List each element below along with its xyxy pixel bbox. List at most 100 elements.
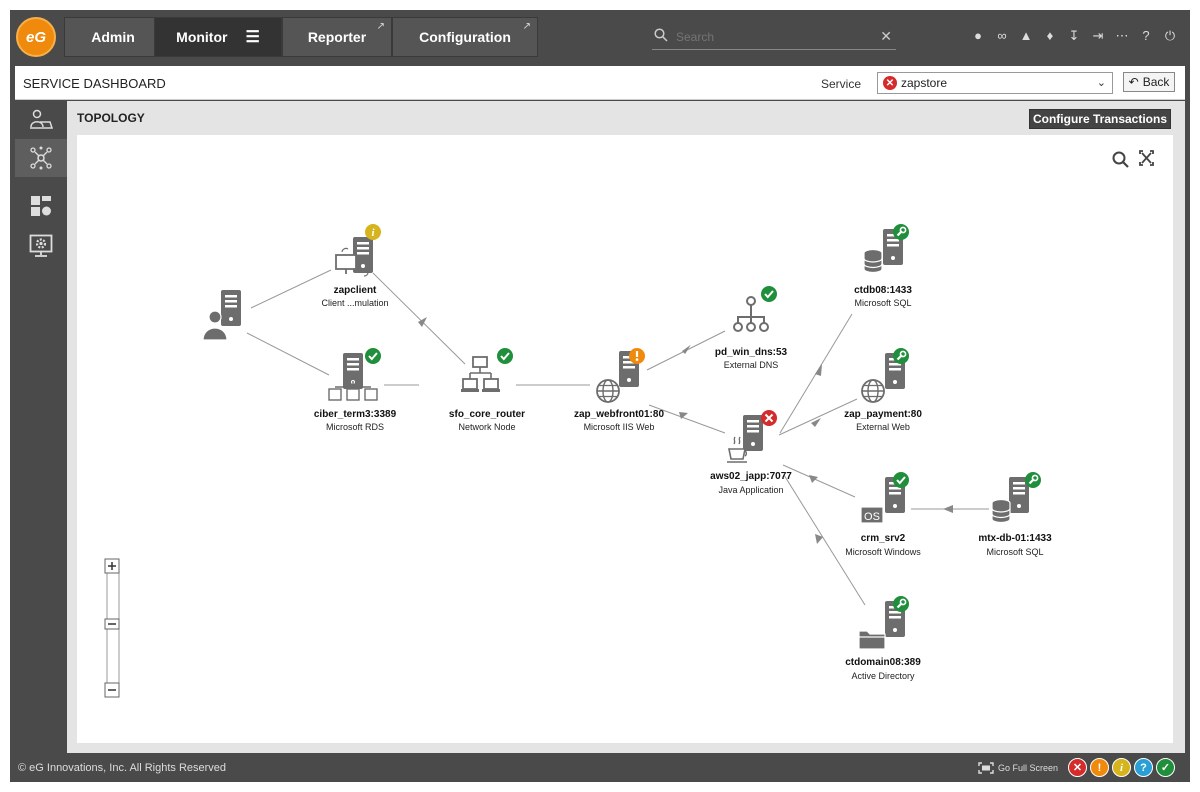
node-name: aws02_japp:7077 <box>710 471 792 482</box>
topology-node-user[interactable] <box>202 290 241 341</box>
link-icon[interactable]: ∞ <box>997 28 1007 43</box>
node-type: External DNS <box>724 360 779 370</box>
search-box: ✕ <box>652 24 896 50</box>
tab-configuration[interactable]: Configuration ↗ <box>392 17 538 57</box>
zoom-slider-handle[interactable] <box>104 618 120 630</box>
search-input[interactable] <box>676 29 881 44</box>
zoom-slider[interactable] <box>104 558 120 698</box>
more-icon[interactable]: ⋯ <box>1115 28 1129 43</box>
node-type: Active Directory <box>851 671 915 681</box>
topology-node-zapclient[interactable]: zapclient Client ...mulation <box>321 224 389 308</box>
critical-legend-icon[interactable]: ✕ <box>1068 758 1087 777</box>
download-icon[interactable]: ↧ <box>1068 28 1080 43</box>
topology-node-ctdomain08[interactable]: ctdomain08:389 Active Directory <box>845 594 921 681</box>
topology-node-mtx-db-01[interactable]: mtx-db-01:1433 Microsoft SQL <box>978 470 1052 557</box>
sidebar-item-user-experience[interactable] <box>15 101 67 139</box>
footer: © eG Innovations, Inc. All Rights Reserv… <box>10 754 1190 782</box>
dns-icon <box>733 296 769 332</box>
topology-node-crm-srv2[interactable]: OS crm_srv2 Microsoft Windows <box>845 471 921 557</box>
monitor-gear-icon <box>29 234 53 257</box>
tab-monitor[interactable]: Monitor ☰ <box>154 17 282 57</box>
sidebar-item-topology[interactable] <box>15 139 67 177</box>
node-type: External Web <box>856 422 910 432</box>
expand-icon[interactable] <box>1139 150 1154 166</box>
topology-graph[interactable]: i <box>77 135 1173 743</box>
critical-status-icon <box>760 409 778 427</box>
node-name: mtx-db-01:1433 <box>978 533 1052 544</box>
node-name: zapclient <box>334 285 377 296</box>
zoom-in-button[interactable] <box>104 558 120 574</box>
tab-reporter[interactable]: Reporter ↗ <box>282 17 392 57</box>
major-legend-icon[interactable]: ! <box>1090 758 1109 777</box>
page-title: SERVICE DASHBOARD <box>23 76 166 91</box>
go-full-screen-button[interactable]: Go Full Screen <box>978 762 1058 774</box>
tab-monitor-label: Monitor <box>176 29 228 45</box>
topology-canvas[interactable]: i <box>77 135 1173 743</box>
sidebar-item-dashboard[interactable] <box>15 187 67 225</box>
topology-icon <box>30 146 52 170</box>
topology-node-ciber-term3[interactable]: ciber_term3:3389 Microsoft RDS <box>314 347 397 432</box>
help-icon[interactable]: ? <box>1142 28 1150 43</box>
normal-legend-icon[interactable]: ✓ <box>1156 758 1175 777</box>
zoom-out-button[interactable] <box>104 682 120 698</box>
node-name: ciber_term3:3389 <box>314 409 397 420</box>
go-full-screen-label: Go Full Screen <box>998 763 1059 773</box>
tab-configuration-label: Configuration <box>419 29 511 45</box>
topology-node-sfo-core-router[interactable]: sfo_core_router Network Node <box>449 347 525 432</box>
toolbar-icons: ● ∞ ▲ ♦ ↧ ⇥ ⋯ ? ⏻ <box>966 28 1182 44</box>
topology-node-ctdb08[interactable]: ctdb08:1433 Microsoft SQL <box>854 222 912 308</box>
user-server-icon <box>202 290 241 341</box>
ok-status-icon <box>892 471 910 489</box>
configure-transactions-button[interactable]: Configure Transactions <box>1029 109 1171 129</box>
bell-icon[interactable]: ♦ <box>1046 28 1054 43</box>
node-type: Microsoft SQL <box>854 298 911 308</box>
tab-admin[interactable]: Admin <box>64 17 162 57</box>
external-link-icon: ↗ <box>522 21 531 32</box>
topology-edges <box>246 269 989 606</box>
node-type: Network Node <box>458 422 515 432</box>
topology-node-pd-win-dns[interactable]: pd_win_dns:53 External DNS <box>715 285 788 370</box>
node-name: zap_webfront01:80 <box>574 409 664 420</box>
service-select-value: zapstore <box>901 76 948 90</box>
node-name: zap_payment:80 <box>844 409 922 420</box>
full-screen-icon <box>978 762 994 774</box>
dashboard-grid-icon <box>31 196 51 216</box>
topology-title: TOPOLOGY <box>77 111 145 125</box>
user-monitor-icon <box>30 109 54 129</box>
rds-server-icon <box>328 353 378 401</box>
topology-node-zap-webfront01[interactable]: zap_webfront01:80 Microsoft IIS Web <box>574 348 664 432</box>
sql-server-icon <box>991 477 1029 524</box>
os-server-icon: OS <box>860 477 905 524</box>
back-arrow-icon: ↶ <box>1128 75 1139 89</box>
node-type: Java Application <box>718 485 783 495</box>
ok-status-icon <box>364 347 382 365</box>
critical-status-icon: ✕ <box>883 76 897 90</box>
sign-in-icon[interactable]: ⇥ <box>1092 28 1104 43</box>
sidebar <box>15 101 67 753</box>
main-panel: TOPOLOGY Configure Transactions <box>67 101 1185 753</box>
power-icon[interactable]: ⏻ <box>1164 28 1176 43</box>
topology-node-zap-payment[interactable]: zap_payment:80 External Web <box>844 346 922 432</box>
node-name: sfo_core_router <box>449 409 525 420</box>
hamburger-menu-icon[interactable]: ☰ <box>245 29 260 46</box>
node-name: crm_srv2 <box>861 533 906 544</box>
minor-legend-icon[interactable]: i <box>1112 758 1131 777</box>
clear-search-icon[interactable]: ✕ <box>880 28 892 44</box>
maintenance-status-icon <box>1023 470 1043 490</box>
maintenance-status-icon <box>891 594 911 614</box>
tab-reporter-label: Reporter <box>307 29 367 45</box>
ok-status-icon <box>496 347 514 365</box>
warning-status-icon <box>629 348 645 364</box>
eg-logo[interactable]: eG <box>16 17 56 57</box>
node-type: Microsoft RDS <box>326 422 384 432</box>
unknown-legend-icon[interactable]: ? <box>1134 758 1153 777</box>
service-select[interactable]: ✕ zapstore ⌄ <box>877 72 1113 94</box>
search-icon <box>654 28 670 45</box>
alert-triangle-icon[interactable]: ▲ <box>1019 28 1033 43</box>
back-button[interactable]: ↶ Back <box>1123 72 1175 92</box>
node-name: ctdomain08:389 <box>845 657 921 668</box>
topology-node-aws02-japp[interactable]: aws02_japp:7077 Java Application <box>710 409 792 495</box>
user-icon[interactable]: ● <box>974 28 982 43</box>
zoom-search-icon[interactable] <box>1112 151 1129 168</box>
sidebar-item-system-settings[interactable] <box>15 227 67 265</box>
